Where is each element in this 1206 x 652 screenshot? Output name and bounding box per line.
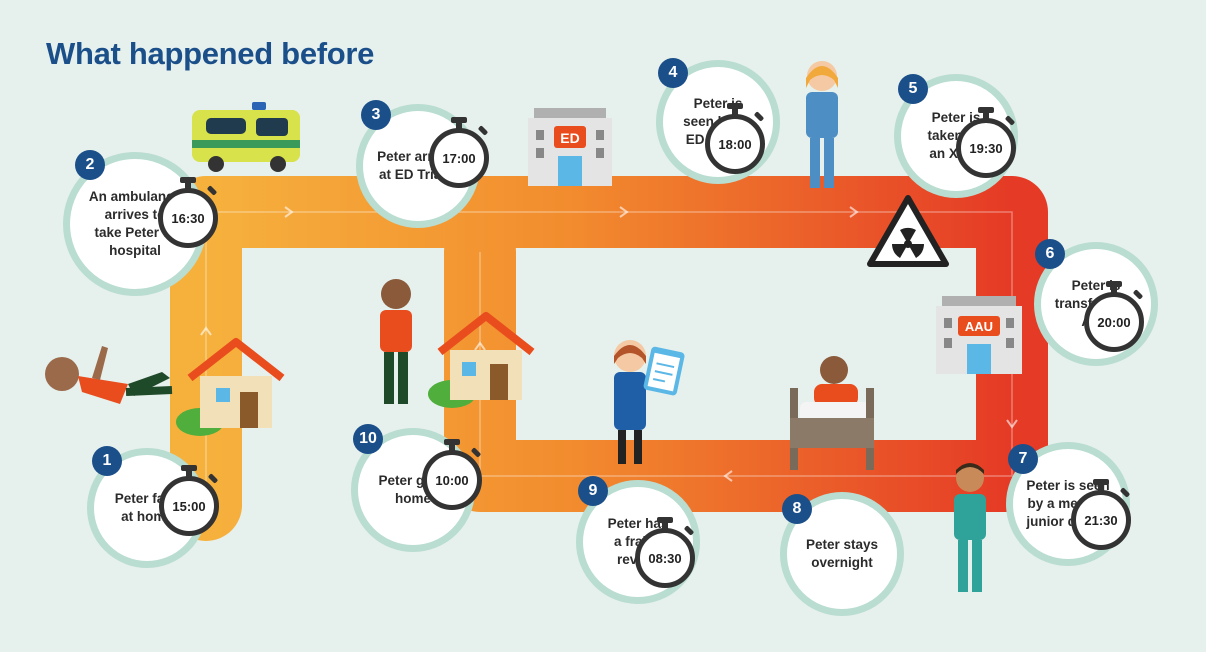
step-1-time: 15:00 <box>159 476 219 536</box>
ambulance-icon <box>192 102 300 172</box>
bed-icon <box>790 356 874 470</box>
step-3-time: 17:00 <box>429 128 489 188</box>
patient-fallen-icon <box>45 346 173 404</box>
step-6-number-badge: 6 <box>1035 239 1065 269</box>
stopwatch-icon: 20:00 <box>1084 278 1144 352</box>
step-9-number-badge: 9 <box>578 476 608 506</box>
step-5-number-badge: 5 <box>898 74 928 104</box>
step-1-number-badge: 1 <box>92 446 122 476</box>
stopwatch-icon: 10:00 <box>422 436 482 510</box>
step-9-time: 08:30 <box>635 528 695 588</box>
stopwatch-icon: 08:30 <box>635 514 695 588</box>
radiation-warning-icon <box>867 195 949 267</box>
stopwatch-icon: 21:30 <box>1071 476 1131 550</box>
step-5-time: 19:30 <box>956 118 1016 178</box>
house-icon <box>176 338 285 436</box>
step-2-time: 16:30 <box>158 188 218 248</box>
stopwatch-icon: 18:00 <box>705 100 765 174</box>
step-6-time: 20:00 <box>1084 292 1144 352</box>
step-7-time: 21:30 <box>1071 490 1131 550</box>
patient-standing-icon <box>380 279 412 404</box>
step-10-time: 10:00 <box>422 450 482 510</box>
hospital-aau-icon: AAU <box>936 296 1022 374</box>
house-icon <box>428 312 535 408</box>
stopwatch-icon: 17:00 <box>429 114 489 188</box>
step-8-number-badge: 8 <box>782 494 812 524</box>
step-2-number-badge: 2 <box>75 150 105 180</box>
doctor-icon <box>954 463 986 592</box>
page-title: What happened before <box>46 36 375 71</box>
step-7-number-badge: 7 <box>1008 444 1038 474</box>
step-4-number-badge: 4 <box>658 58 688 88</box>
stopwatch-icon: 19:30 <box>956 104 1016 178</box>
aau-label: AAU <box>965 319 993 334</box>
step-10-number-badge: 10 <box>353 424 383 454</box>
clipboard-icon <box>643 346 685 396</box>
nurse-icon <box>614 340 685 464</box>
stopwatch-icon: 16:30 <box>158 174 218 248</box>
step-3-number-badge: 3 <box>361 100 391 130</box>
doctor-icon <box>806 61 838 188</box>
hospital-icon: ED <box>528 108 612 186</box>
ed-label: ED <box>560 130 579 146</box>
stopwatch-icon: 15:00 <box>159 462 219 536</box>
step-4-time: 18:00 <box>705 114 765 174</box>
step-8-text: Peter stays overnight <box>805 537 879 570</box>
